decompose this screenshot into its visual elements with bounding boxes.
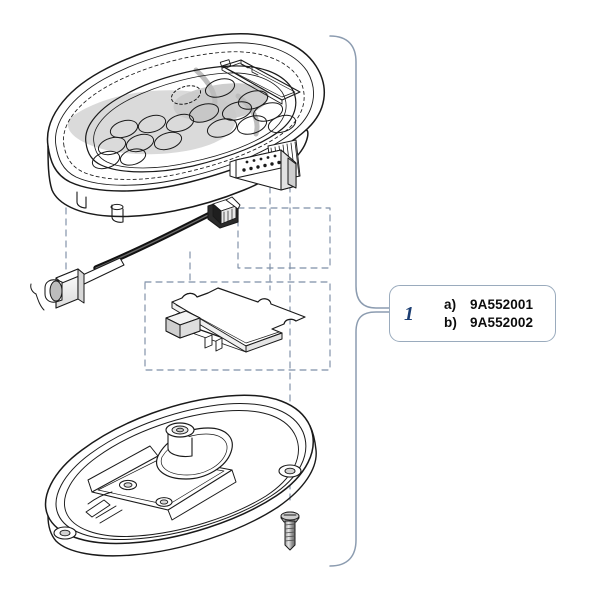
part-number-callout[interactable]: 1 a) 9A552001 b) 9A552002: [389, 285, 556, 342]
board-component: [165, 310, 201, 339]
part-cable-grommet: [30, 268, 85, 311]
callout-value-b: 9A552002: [470, 315, 534, 330]
keypad-buttons: [91, 78, 297, 170]
part-ribbon-connector: [229, 139, 301, 191]
callout-row-a: a) 9A552001: [444, 297, 533, 312]
alignment-guides: [65, 175, 331, 501]
part-screw: [280, 511, 300, 551]
cover-dashed-contour: [63, 51, 305, 180]
cover-outer-edge: [46, 33, 325, 192]
keypad-panel: [85, 65, 297, 173]
callout-key-b: b): [444, 315, 457, 330]
part-top-cover: [46, 33, 325, 223]
keypad-panel-inner: [93, 72, 287, 169]
housing-wall: [47, 425, 317, 557]
callout-row-b: b) 9A552002: [444, 315, 533, 330]
connector-pins: [242, 154, 281, 172]
callout-key-a: a): [444, 297, 457, 312]
cover-foot: [76, 191, 124, 223]
board-pin-headers: [204, 334, 223, 352]
part-cable-harness: [30, 196, 241, 311]
housing-screw-bosses: [53, 464, 302, 540]
housing-inner-rim-2: [64, 410, 299, 537]
housing-inner-rim-1: [55, 403, 307, 540]
part-circuit-board: [165, 287, 306, 353]
housing-ribs: [85, 491, 123, 524]
callout-rows: a) 9A552001 b) 9A552002: [438, 297, 533, 330]
part-bottom-housing: [44, 394, 317, 557]
display-slot: [219, 59, 301, 105]
callout-index: 1: [404, 302, 414, 325]
cable-plug: [207, 196, 241, 229]
callout-value-a: 9A552001: [470, 297, 534, 312]
brace-lower: [329, 311, 390, 567]
housing-boss: [165, 422, 195, 458]
cover-side-wall: [47, 129, 309, 218]
brace-upper: [329, 35, 390, 309]
cover-inner-rim: [55, 42, 314, 186]
